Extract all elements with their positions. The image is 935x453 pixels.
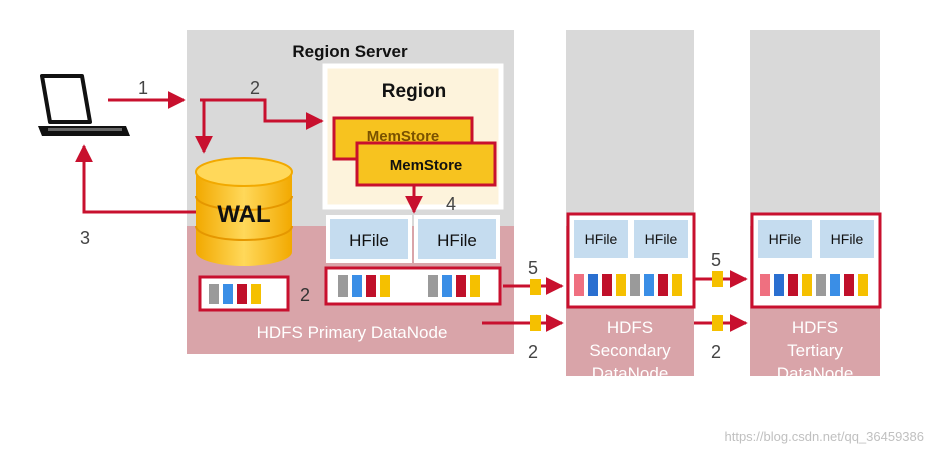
wal-block-group: 2 — [198, 275, 310, 312]
region-server-title: Region Server — [292, 42, 408, 61]
secondary-datanode-line-3: DataNode — [592, 364, 669, 383]
tertiary-hfile-2-label: HFile — [831, 231, 864, 247]
tertiary-hfile-1-label: HFile — [769, 231, 802, 247]
primary-block-group — [324, 266, 502, 306]
step-numbers: 1 2 3 4 5 2 5 2 — [80, 78, 721, 362]
region-title: Region — [382, 81, 446, 102]
step-3-label: 3 — [80, 228, 90, 248]
tertiary-datanode-line-1: HDFS — [792, 318, 838, 337]
watermark: https://blog.csdn.net/qq_36459386 — [725, 429, 925, 444]
region-box: Region MemStore MemStore — [322, 63, 504, 210]
memstore-back-label: MemStore — [367, 128, 440, 145]
wal-label: WAL — [217, 201, 270, 228]
step-2-a-label: 2 — [528, 342, 538, 362]
tertiary-datanode-column: HDFS Tertiary DataNode — [750, 30, 880, 383]
flow-arrows — [75, 91, 748, 332]
memstore-front: MemStore — [355, 141, 497, 187]
packet-tokens — [530, 271, 723, 331]
primary-datanode-label: HDFS Primary DataNode — [257, 323, 448, 342]
secondary-storage-box: HFile HFile — [566, 212, 696, 309]
secondary-hfile-2-label: HFile — [645, 231, 678, 247]
step-5-a-label: 5 — [528, 258, 538, 278]
step-1-label: 1 — [138, 78, 148, 98]
memstore-front-label: MemStore — [390, 157, 463, 174]
tertiary-datanode-line-3: DataNode — [777, 364, 854, 383]
primary-hfile-1-label: HFile — [349, 231, 389, 250]
step-5-b-label: 5 — [711, 250, 721, 270]
arrow-step-2-to-region — [200, 98, 324, 130]
tertiary-storage-box: HFile HFile — [750, 212, 882, 309]
secondary-datanode-line-2: Secondary — [589, 341, 671, 360]
secondary-hfile-1-label: HFile — [585, 231, 618, 247]
step-2-b-label: 2 — [711, 342, 721, 362]
step-2-top-label: 2 — [250, 78, 260, 98]
tertiary-datanode-line-2: Tertiary — [787, 341, 843, 360]
step-4-label: 4 — [446, 194, 456, 214]
wal-step-label: 2 — [300, 285, 310, 305]
wal-cylinder: WAL — [195, 157, 293, 266]
laptop-client-icon — [38, 74, 130, 136]
secondary-datanode-column: HDFS Secondary DataNode — [566, 30, 694, 383]
arrow-step-3-back — [75, 144, 196, 214]
primary-hfiles: HFile HFile — [326, 215, 500, 263]
primary-hfile-2-label: HFile — [437, 231, 477, 250]
secondary-datanode-line-1: HDFS — [607, 318, 653, 337]
